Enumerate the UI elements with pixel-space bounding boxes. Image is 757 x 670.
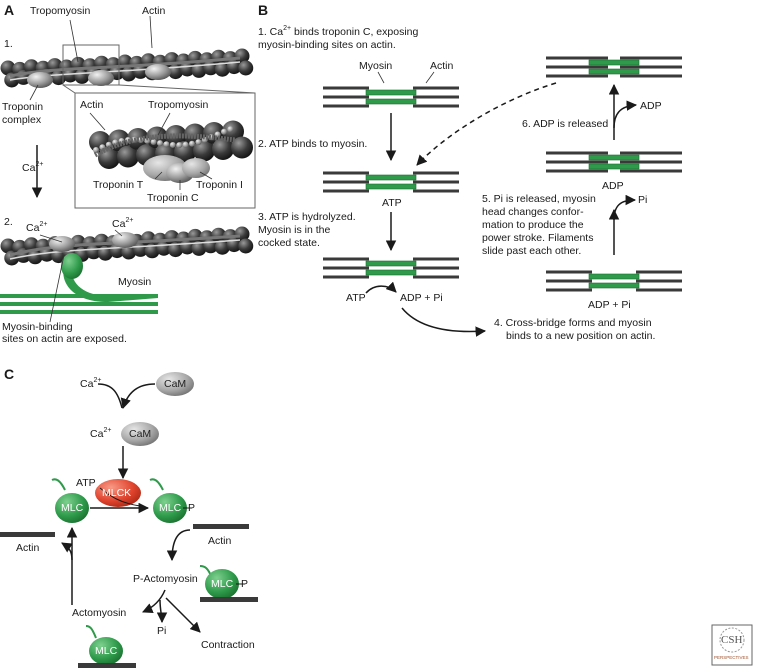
b-label-pi: Pi [638, 194, 648, 206]
actin-bar-mid [200, 597, 258, 602]
actin-bar-right [193, 524, 249, 529]
cycle-return-arrow [416, 82, 557, 166]
c-label-actomyosin: Actomyosin [72, 607, 127, 619]
a-label-actin: Actin [142, 5, 166, 17]
inset-label-troponin-c: Troponin C [147, 192, 199, 204]
actin-filament-2 [0, 226, 254, 266]
b-step3-l3: cocked state. [258, 237, 320, 249]
b-step5-l5: slide past each other. [482, 245, 582, 257]
a-binding-sites-l1: Myosin-binding [2, 321, 73, 333]
c-label-mlc-3: MLC [211, 578, 234, 590]
a-label-myosin: Myosin [118, 276, 152, 288]
b-step6: 6. ADP is released [522, 118, 609, 130]
c-label-mlck: MLCK [102, 487, 132, 499]
c-label-mlc-1: MLC [61, 502, 84, 514]
inset-filament [89, 120, 253, 183]
b-label-adp: ADP [602, 180, 624, 192]
b-step4-l1: 4. Cross-bridge forms and myosin [494, 317, 652, 329]
c-label-p-1: P [188, 502, 196, 514]
c-label-p-actomyosin: P-Actomyosin [133, 573, 198, 585]
pi-release-arrow [613, 194, 637, 221]
troponin-i-shape [182, 158, 210, 178]
b-step3-l2: Myosin is in the [258, 224, 331, 236]
c-label-ca: Ca2+ [80, 377, 102, 390]
c-label-actin-right: Actin [208, 535, 232, 547]
a-label-tropomyosin: Tropomyosin [30, 5, 91, 17]
actin-bar-bottom [78, 663, 136, 668]
a-binding-sites-l2: sites on actin are exposed. [2, 333, 127, 345]
b-step1-l2: myosin-binding sites on actin. [258, 39, 396, 51]
inset-label-troponin-t: Troponin T [93, 179, 144, 191]
panel-label-b: B [258, 2, 269, 18]
troponin-complex-2 [88, 70, 114, 86]
c-label-actin-left: Actin [16, 542, 40, 554]
b-step3-l1: 3. ATP is hydrolyzed. [258, 211, 356, 223]
b-step1-l1: 1. Ca2+ binds troponin C, exposing [258, 25, 419, 38]
cam-ellipse-2 [121, 422, 159, 446]
c-label-mlc-2: MLC [159, 502, 182, 514]
b-label-myosin: Myosin [359, 60, 393, 72]
sarcomere-diagrams [323, 56, 682, 292]
c-label-atp: ATP [76, 477, 96, 489]
a-step2-number: 2. [4, 216, 13, 228]
b-label-actin: Actin [430, 60, 454, 72]
troponin-complex-3 [145, 64, 171, 80]
arrow-step4 [401, 307, 487, 337]
csh-logo-text: CSH [721, 634, 743, 646]
c-label-ca-2: Ca2+ [90, 427, 112, 440]
panel-label-a: A [4, 2, 15, 18]
actin-bar-left [0, 532, 55, 537]
c-label-cam-2: CaM [129, 428, 152, 440]
zoom-region [62, 44, 120, 86]
b-label-atp: ATP [382, 197, 402, 209]
troponin-complex-1 [27, 72, 53, 88]
b-step2: 2. ATP binds to myosin. [258, 138, 368, 150]
b-step5-l1: 5. Pi is released, myosin [482, 193, 596, 205]
atp-hydrolysis-arrow [365, 281, 397, 294]
b-label-atp-2: ATP [346, 292, 366, 304]
b-label-adp-pi: ADP + Pi [400, 292, 443, 304]
myosin-thick-filament-a [0, 294, 158, 314]
csh-logo-box [711, 624, 753, 666]
a-step1-number: 1. [4, 38, 13, 50]
c-label-pi: Pi [157, 625, 167, 637]
mlc-ellipse-2 [153, 493, 187, 523]
c-label-mlc-4: MLC [95, 645, 118, 657]
a-label-ca-2: Ca2+ [112, 217, 134, 230]
b-step5-l3: mation to produce the [482, 219, 584, 231]
a-label-troponin-complex-l2: complex [2, 114, 42, 126]
myosin-head-a [61, 253, 158, 302]
mlc-ellipse-1 [55, 493, 89, 523]
actin-filament-1 [0, 48, 254, 88]
mlc-ellipse-3 [205, 569, 239, 599]
csh-logo-subtitle: PERSPECTIVES [714, 655, 749, 660]
inset-label-tropomyosin: Tropomyosin [148, 99, 209, 111]
c-label-contraction: Contraction [201, 639, 255, 651]
c-label-cam-1: CaM [164, 378, 187, 390]
adp-release-arrow [613, 100, 638, 129]
b-step5-l2: head changes confor- [482, 206, 584, 218]
c-label-p-2: P [241, 578, 249, 590]
b-step4-l2: binds to a new position on actin. [506, 330, 656, 342]
b-step5-l4: power stroke. Filaments [482, 232, 594, 244]
mlc-ellipse-4 [89, 637, 123, 665]
a-label-ca: Ca2+ [22, 161, 44, 174]
a-label-ca-1: Ca2+ [26, 221, 48, 234]
b-label-adp-pi-2: ADP + Pi [588, 299, 631, 311]
inset-label-troponin-i: Troponin I [196, 179, 243, 191]
a-label-troponin-complex-l1: Troponin [2, 101, 44, 113]
mlck-ellipse [95, 479, 141, 507]
b-label-adp-out: ADP [640, 100, 662, 112]
inset-label-actin: Actin [80, 99, 104, 111]
panel-label-c: C [4, 366, 15, 382]
cam-ellipse-1 [156, 372, 194, 396]
